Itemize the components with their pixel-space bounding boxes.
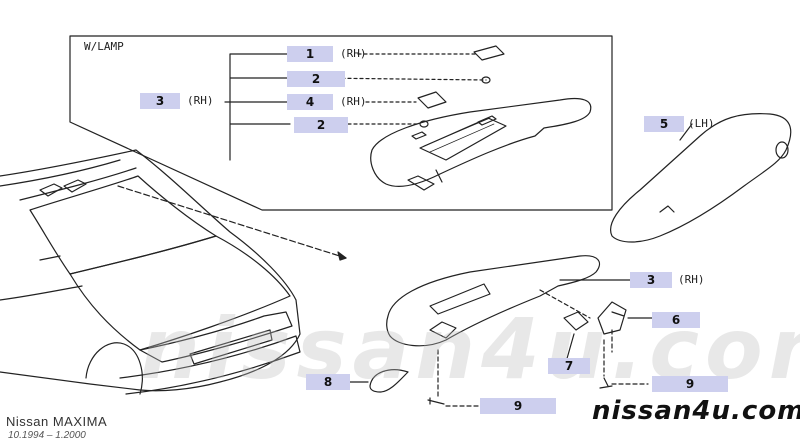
screw-1 (427, 397, 445, 405)
hood (69, 235, 291, 351)
callout-6[interactable]: 6 (652, 312, 700, 328)
lamp-bulb-part-2 (481, 76, 491, 84)
callout-number: 6 (671, 313, 681, 327)
callout-number: 9 (513, 399, 523, 413)
car-body (0, 149, 301, 392)
sunvisor-with-lamp (370, 97, 592, 187)
visor-holder (597, 301, 627, 335)
vehicle-model: Nissan MAXIMA (6, 414, 108, 429)
sunvisor-rh (386, 255, 601, 347)
door-line (0, 255, 83, 301)
visor-pivot-clip (407, 169, 443, 191)
screw-leaders (437, 289, 649, 407)
leader-lines-inset (317, 53, 487, 125)
callout-number: 4 (305, 95, 315, 109)
vanity-mirror-rh (429, 283, 491, 315)
screw-2 (599, 377, 613, 389)
callout-number: 7 (564, 359, 574, 373)
callout-1[interactable]: 1 (287, 46, 333, 62)
lamp-lens-part-1 (473, 45, 505, 61)
lamp-assembly-part-4 (417, 91, 447, 109)
callout-2b[interactable]: 2 (294, 117, 348, 133)
callout-5[interactable]: 5 (644, 116, 684, 132)
vanity-mirror (419, 117, 507, 161)
callout-number: 5 (659, 117, 669, 131)
mirror-car (39, 179, 87, 197)
callout-3b-side: (RH) (678, 273, 705, 286)
callout-number: 2 (316, 118, 326, 132)
callout-7[interactable]: 7 (548, 358, 590, 374)
callout-4-side: (RH) (340, 95, 367, 108)
lamp-bulb-part-2b (419, 120, 429, 128)
callout-number: 8 (323, 375, 333, 389)
callout-bracket (224, 53, 291, 161)
callout-4[interactable]: 4 (287, 94, 333, 110)
pointer-arrow (117, 185, 347, 259)
callout-number: 9 (685, 377, 695, 391)
front-wheel (85, 342, 143, 395)
lamp-variant-label: W/LAMP (84, 40, 124, 53)
grille (189, 329, 273, 365)
callout-9a[interactable]: 9 (652, 376, 728, 392)
callout-2[interactable]: 2 (287, 71, 345, 87)
callout-number: 2 (311, 72, 321, 86)
screw-cover (369, 369, 409, 393)
callout-number: 3 (646, 273, 656, 287)
lamp-inset-frame (69, 35, 613, 211)
callout-9b[interactable]: 9 (480, 398, 556, 414)
front-bumper (119, 335, 301, 395)
visor-clip (563, 311, 589, 331)
callout-5-side: (LH) (688, 117, 715, 130)
callout-3b[interactable]: 3 (630, 272, 672, 288)
site-logo: nissan4u.com (592, 396, 800, 426)
production-dates: 10.1994 – 1.2000 (8, 430, 86, 441)
callout-3-side: (RH) (187, 94, 214, 107)
callout-1-side: (RH) (340, 47, 367, 60)
leader-5 (679, 123, 693, 141)
callout-3[interactable]: 3 (140, 93, 180, 109)
callout-8[interactable]: 8 (306, 374, 350, 390)
car-roof (0, 159, 137, 201)
sunvisor-lh (610, 113, 792, 243)
leader-7 (565, 333, 575, 363)
callout-number: 3 (155, 94, 165, 108)
mirror-lamp-lens (411, 115, 497, 140)
callout-number: 1 (305, 47, 315, 61)
headlight (139, 311, 293, 363)
